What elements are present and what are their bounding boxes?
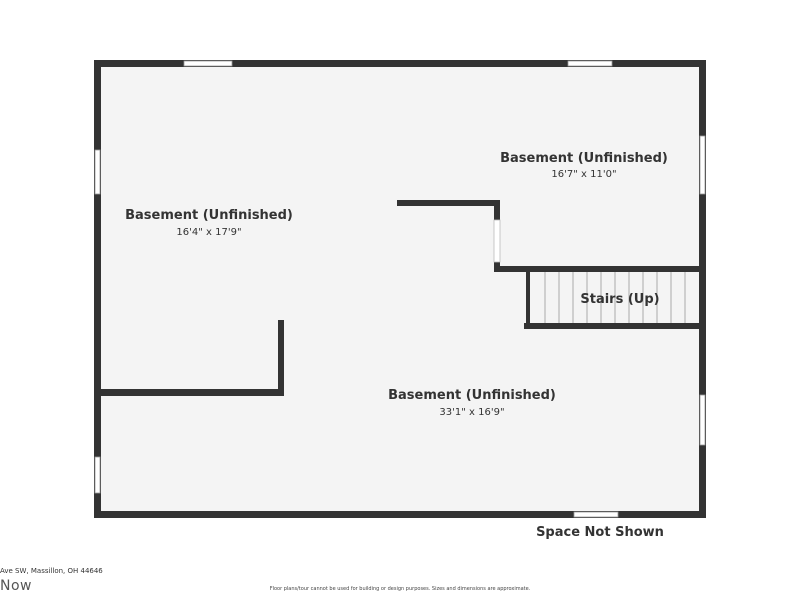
room-name-bottom: Basement (Unfinished)	[388, 388, 556, 403]
exterior-walls	[94, 60, 706, 518]
wall-left	[94, 60, 101, 518]
wall-upper-horizontal	[397, 200, 500, 206]
disclaimer-text: Floor plans/tour cannot be used for buil…	[269, 586, 531, 592]
window-top-right	[567, 60, 613, 67]
wall-stairs-left	[526, 266, 530, 328]
floor-area	[97, 64, 703, 514]
window-top-left	[183, 60, 233, 67]
room-dims-bottom: 33'1" x 16'9"	[439, 407, 504, 418]
wall-upper-vertical-stub	[494, 200, 500, 220]
window-left-lower	[94, 456, 101, 494]
window-bottom	[573, 511, 619, 518]
space-not-shown-label: Space Not Shown	[536, 525, 664, 540]
window-right-lower	[699, 394, 706, 446]
brand-logo-text: Now	[0, 578, 32, 594]
room-dims-upper-right: 16'7" x 11'0"	[551, 169, 616, 180]
room-name-stairs: Stairs (Up)	[580, 292, 659, 307]
wall-bottom	[94, 511, 706, 518]
room-dims-left: 16'4" x 17'9"	[176, 227, 241, 238]
room-name-left: Basement (Unfinished)	[125, 208, 293, 223]
window-right-upper	[699, 135, 706, 195]
wall-stairs-bottom	[524, 323, 702, 329]
wall-stairs-top	[494, 266, 702, 272]
address-text: Ave SW, Massillon, OH 44646	[0, 567, 103, 575]
windows	[94, 60, 706, 518]
door-opening	[493, 219, 501, 263]
window-left-upper	[94, 149, 101, 195]
room-name-upper-right: Basement (Unfinished)	[500, 151, 668, 166]
wall-top	[94, 60, 706, 67]
wall-left-room-vertical	[278, 320, 284, 396]
wall-left-room-horizontal	[100, 389, 284, 396]
stair-treads	[544, 272, 686, 323]
interior-walls	[100, 200, 702, 396]
wall-right	[699, 60, 706, 518]
